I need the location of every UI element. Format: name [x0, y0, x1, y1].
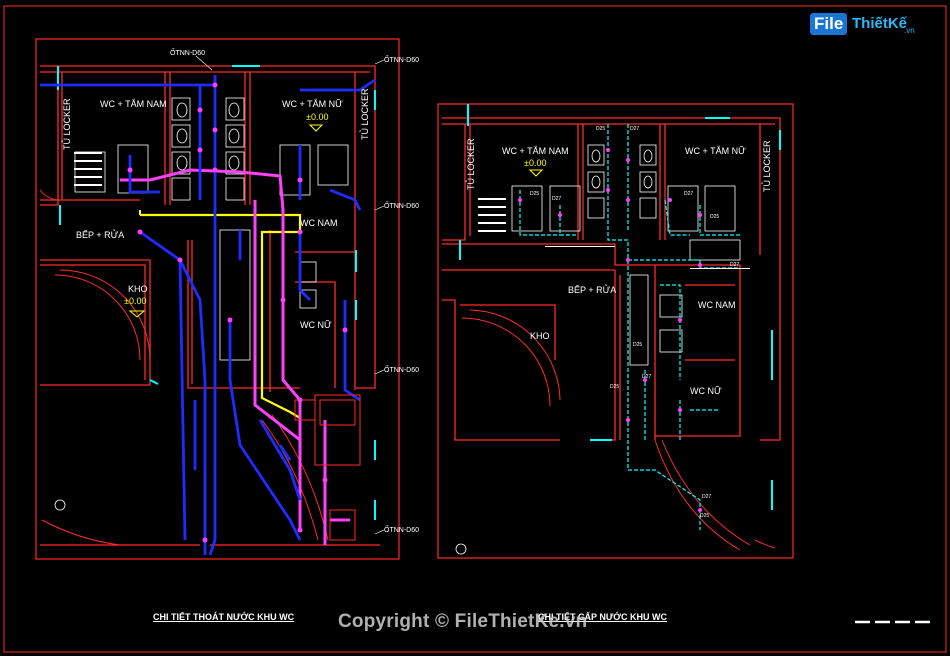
- right-pipe-label: D27: [730, 262, 739, 268]
- right-plan-supply: TỦ LOCKER WC + TẮM NAM ±0.00 WC + TẮM NỮ…: [437, 103, 794, 559]
- right-label-wc-nu: WC NỮ: [690, 386, 722, 396]
- right-door-swings: [461, 309, 776, 551]
- site-logo[interactable]: File ThiếtKế .vn: [810, 10, 920, 42]
- left-small-legend: [74, 152, 102, 186]
- left-fixtures: [54, 97, 349, 511]
- right-cabinet-rows: [478, 198, 750, 269]
- right-fixtures: [455, 144, 741, 555]
- right-walls: [442, 117, 781, 441]
- right-pipe-label: D27: [702, 494, 711, 500]
- left-pipe-tag-1: ỐTNN-D60: [170, 47, 205, 57]
- left-label-tu-locker-2: TỦ LOCKER: [359, 88, 370, 140]
- right-pipe-label: D27: [630, 126, 639, 132]
- left-label-wc-nu: WC NỮ: [300, 320, 332, 330]
- right-pipe-label: D25: [610, 384, 619, 390]
- left-plan-drainage: TỦ LOCKER WC + TẮM NAM WC + TẮM NỮ ±0.00…: [35, 38, 419, 560]
- right-label-tu-locker-right: TỦ LOCKER: [761, 140, 772, 192]
- copyright-watermark: Copyright © FileThietKe.vn: [338, 611, 588, 632]
- logo-file-text: File: [810, 13, 848, 35]
- right-label-wc-tam-nu: WC + TẮM NỮ: [685, 146, 746, 156]
- right-pipe-label: D25: [596, 126, 605, 132]
- left-window-marks: [57, 65, 376, 520]
- left-label-wc-tam-nam: WC + TẮM NAM: [100, 99, 167, 109]
- left-pipe-tag-4: ỐTNN-D60: [384, 364, 419, 374]
- drawing-frame: [3, 5, 947, 653]
- left-label-kho: KHO: [128, 284, 148, 294]
- left-label-bep-rua: BẾP + RỬA: [76, 229, 124, 240]
- left-label-tu-locker: TỦ LOCKER: [61, 98, 72, 150]
- right-label-wc-nam: WC NAM: [698, 300, 736, 310]
- left-pipe-tag-3: ỐTNN-D60: [384, 200, 419, 210]
- right-pipe-label: D25: [633, 342, 642, 348]
- left-label-level-2: ±0.00: [124, 296, 146, 306]
- right-pipe-label: D27: [684, 191, 693, 197]
- left-tag-leaders: [195, 55, 385, 535]
- left-yellow-pipe: [140, 213, 302, 419]
- right-label-tu-locker-left: TỦ LOCKER: [465, 138, 476, 190]
- right-label-wc-tam-nam: WC + TẮM NAM: [502, 146, 569, 156]
- right-pipe-label: D25: [530, 191, 539, 197]
- right-level-marker: [528, 169, 544, 177]
- left-label-level-1: ±0.00: [306, 112, 328, 122]
- right-window-marks: [459, 104, 781, 510]
- right-label-bep-rua: BẾP + RỬA: [568, 284, 616, 295]
- left-level-marker-1: [308, 124, 324, 132]
- caption-drainage: CHI TIẾT THOÁT NƯỚC KHU WC: [153, 612, 295, 622]
- right-pipe-label: D25: [700, 513, 709, 519]
- left-label-wc-nam: WC NAM: [300, 218, 338, 228]
- left-detail-boxes: [294, 394, 361, 541]
- right-pipe-label: D25: [710, 214, 719, 220]
- left-level-marker-2: [128, 310, 146, 318]
- right-pipe-label: D27: [552, 196, 561, 202]
- right-pipe-nodes: [518, 148, 702, 512]
- left-pipe-nodes: [127, 82, 348, 543]
- left-walls: [40, 65, 380, 546]
- right-label-kho: KHO: [530, 331, 550, 341]
- logo-brand-text: ThiếtKế: [852, 15, 908, 32]
- left-pipe-tag-2: ỐTNN-D60: [384, 54, 419, 64]
- left-plan-border: [35, 38, 400, 560]
- left-label-wc-tam-nu: WC + TẮM NỮ: [282, 99, 343, 109]
- logo-tld-text: .vn: [904, 26, 915, 35]
- right-pipe-label: D27: [642, 374, 651, 380]
- left-pipe-tag-5: ỐTNN-D60: [384, 524, 419, 534]
- right-plan-border: [437, 103, 794, 559]
- caption-supply: CHI TIẾT CẤP NƯỚC KHU WC: [538, 612, 667, 622]
- right-label-level: ±0.00: [524, 158, 546, 168]
